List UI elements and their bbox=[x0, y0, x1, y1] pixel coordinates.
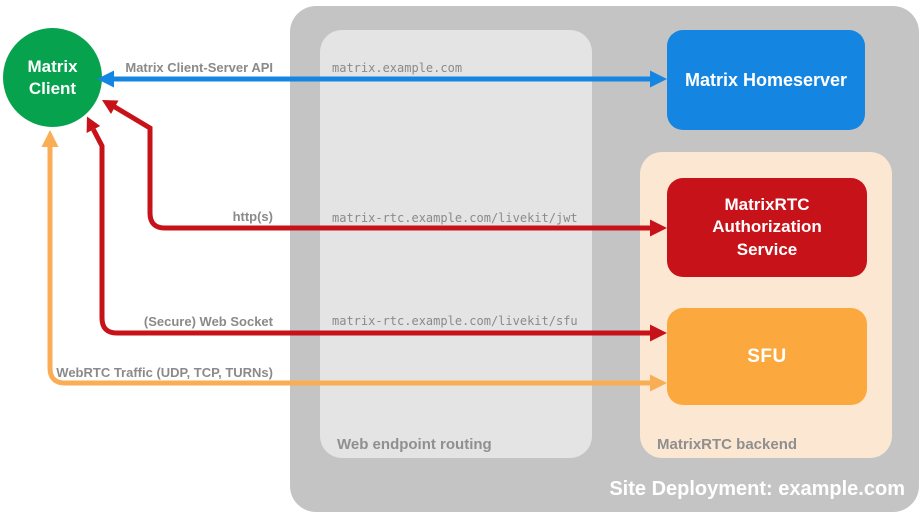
matrix-client-node: Matrix Client bbox=[3, 28, 102, 127]
matrix-homeserver-label: Matrix Homeserver bbox=[684, 69, 848, 90]
matrixrtc-backend-label: MatrixRTC backend bbox=[657, 436, 798, 453]
https-label: http(s) bbox=[232, 209, 273, 224]
websocket-label: (Secure) Web Socket bbox=[143, 314, 273, 329]
webrtc-label: WebRTC Traffic (UDP, TCP, TURNs) bbox=[56, 365, 273, 380]
sfu-url-label: matrix-rtc.example.com/livekit/sfu bbox=[332, 314, 578, 328]
matrix-client-label: Matrix Client bbox=[27, 57, 78, 98]
matrixrtc-auth-service-label: MatrixRTC Authorization Service bbox=[712, 195, 822, 259]
websocket-arrowhead-client bbox=[86, 116, 101, 133]
sfu-label: SFU bbox=[747, 345, 787, 367]
jwt-url-label: matrix-rtc.example.com/livekit/jwt bbox=[332, 211, 578, 225]
site-deployment-label: Site Deployment: example.com bbox=[609, 478, 905, 500]
web-endpoint-routing-container bbox=[320, 30, 592, 458]
matrixrtc-auth-service-node: MatrixRTC Authorization Service bbox=[667, 178, 867, 277]
sfu-node: SFU bbox=[667, 308, 867, 405]
https-arrowhead-client bbox=[102, 100, 119, 114]
cs-api-label: Matrix Client-Server API bbox=[125, 60, 273, 75]
homeserver-url-label: matrix.example.com bbox=[332, 61, 463, 75]
matrix-homeserver-node: Matrix Homeserver bbox=[667, 30, 865, 130]
web-endpoint-routing-label: Web endpoint routing bbox=[337, 436, 492, 453]
webrtc-arrowhead-client bbox=[41, 130, 59, 147]
